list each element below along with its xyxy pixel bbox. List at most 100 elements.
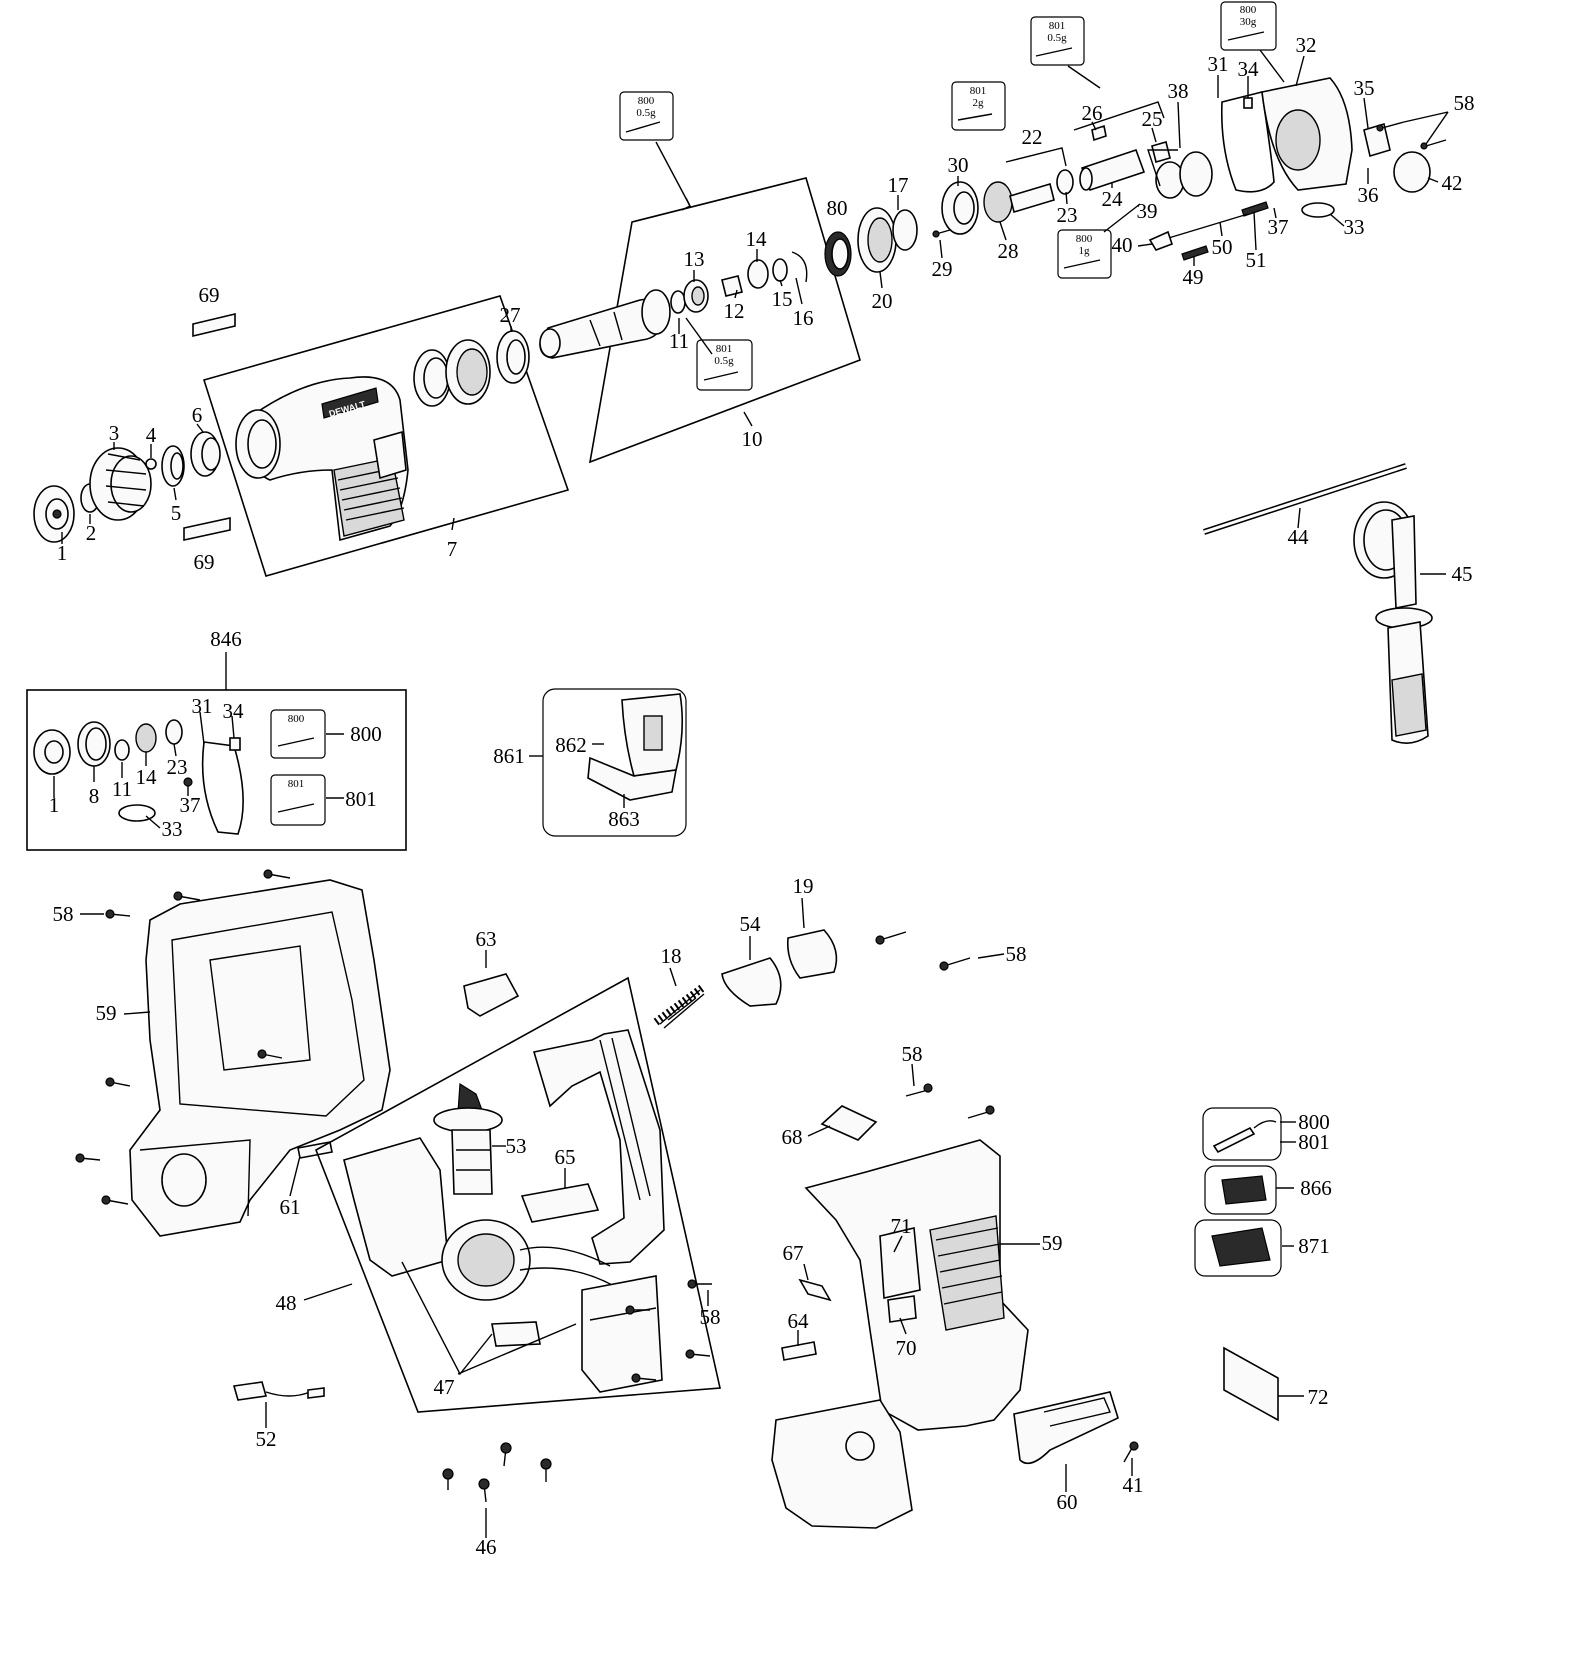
- label-5: 5: [171, 501, 182, 525]
- label-69-strip-top: [192, 312, 236, 338]
- ring-5: [161, 445, 185, 487]
- grease-box-g3: 801 2g: [951, 81, 1006, 131]
- label-25: 25: [1142, 107, 1163, 131]
- label-61: 61: [280, 1195, 301, 1219]
- label-3: 3: [109, 421, 120, 445]
- pin-26: [1091, 124, 1107, 142]
- pin-34: [1243, 97, 1253, 109]
- part-number-labels: 1 2 3 4 5 6 7 69 69 27 10 11 12 13 14 15…: [49, 33, 1475, 1559]
- grease-box-k2: 801: [270, 774, 326, 826]
- gasket-31: [1220, 91, 1275, 193]
- clip-64: [781, 1341, 817, 1361]
- nose-cap-1: [33, 485, 75, 543]
- label-acc-800: 800: [1298, 1110, 1330, 1134]
- grease-code: 801: [1049, 20, 1066, 32]
- bearing-pair: [413, 339, 491, 407]
- spindle-assembly: [539, 251, 808, 359]
- label-68: [820, 1105, 878, 1141]
- label-kit-11: 11: [112, 777, 132, 801]
- label-47: 47: [434, 1375, 455, 1399]
- depth-rod-44: [1203, 463, 1407, 535]
- grease-code: 800: [1240, 4, 1257, 16]
- bearing-28: [983, 181, 1013, 223]
- label-22: 22: [1022, 125, 1043, 149]
- grease-code: 800: [638, 95, 655, 107]
- label-871: 871: [1298, 1234, 1330, 1258]
- label-kit-23: 23: [167, 755, 188, 779]
- gear-housing-7: DEWALT: [235, 376, 409, 542]
- label-10: 10: [742, 427, 763, 451]
- rod-50: [1161, 213, 1249, 241]
- label-69-bottom: 69: [194, 550, 215, 574]
- washer-23: [1056, 169, 1074, 195]
- grease-amount: 30g: [1240, 16, 1257, 28]
- label-862: 862: [555, 733, 587, 757]
- manual-72: [1223, 1346, 1279, 1422]
- grease-amount: 0.5g: [714, 355, 734, 367]
- label-72: 72: [1308, 1385, 1329, 1409]
- case-861: [587, 693, 684, 801]
- label-34: 34: [1238, 57, 1260, 81]
- label-19: 19: [793, 874, 814, 898]
- clutch-30: [941, 181, 979, 235]
- label-4: 4: [146, 423, 157, 447]
- label-acc-801: 801: [1298, 1130, 1330, 1154]
- label-63: 63: [476, 927, 497, 951]
- spring-18: [653, 984, 705, 1029]
- gear-housing-box-7: [202, 295, 570, 577]
- label-58-motor: 58: [700, 1305, 721, 1329]
- label-65: 65: [555, 1145, 576, 1169]
- label-20: 20: [872, 289, 893, 313]
- screws-58-right: [905, 1083, 995, 1119]
- label-kit-34: 34: [223, 699, 245, 723]
- label-24: 24: [1102, 187, 1124, 211]
- label-31: 31: [1208, 52, 1229, 76]
- label-44: 44: [1288, 525, 1310, 549]
- label-60: 60: [1057, 1490, 1078, 1514]
- label-39: 39: [1137, 199, 1158, 223]
- gear-20: [857, 207, 897, 273]
- cover-60: [1013, 1391, 1119, 1465]
- grease-code: 801: [970, 85, 987, 97]
- label-18: 18: [661, 944, 682, 968]
- label-70: 70: [896, 1336, 917, 1360]
- battery-box-866: [1204, 1165, 1277, 1215]
- grease-box-g5: 800 30g: [1220, 1, 1277, 51]
- collar-3: [89, 447, 152, 521]
- label-846: 846: [210, 627, 242, 651]
- grease-code: 800: [1076, 233, 1093, 245]
- label-30: 30: [948, 153, 969, 177]
- label-80: 80: [827, 196, 848, 220]
- label-36: 36: [1358, 183, 1379, 207]
- screw-29: [932, 229, 951, 238]
- label-42: 42: [1442, 171, 1463, 195]
- ring-6: [190, 431, 221, 477]
- handle-frame: [532, 1029, 665, 1265]
- bracket-65: [520, 1183, 600, 1223]
- switch-cover-19: [786, 929, 838, 979]
- spring-49: [1181, 245, 1209, 261]
- label-1: 1: [57, 541, 68, 565]
- oring-33: [1301, 202, 1335, 218]
- grease-box-g1: 800 0.5g: [619, 91, 674, 141]
- gear-ring-80: [824, 231, 852, 277]
- knob-42: [1393, 151, 1431, 193]
- label-26: 26: [1082, 101, 1103, 125]
- piston-24: [1079, 148, 1146, 192]
- label-54: 54: [740, 912, 762, 936]
- motor-box-48: [315, 976, 721, 1413]
- grease-box-k1: 800: [270, 709, 326, 759]
- label-32: 32: [1296, 33, 1317, 57]
- clip-67: [798, 1278, 832, 1302]
- label-kit-1: 1: [49, 793, 60, 817]
- grease-code: 801: [288, 778, 305, 790]
- armature-53: [433, 1082, 503, 1195]
- label-kit-31: 31: [192, 694, 213, 718]
- label-68: 68: [782, 1125, 803, 1149]
- grease-box-g4: 801 0.5g: [1030, 16, 1085, 66]
- label-49: 49: [1183, 265, 1204, 289]
- screws-58-top: [1376, 121, 1447, 150]
- motor-can-47: [491, 1275, 663, 1393]
- kit-846-box: [26, 689, 407, 851]
- label-15: 15: [772, 287, 793, 311]
